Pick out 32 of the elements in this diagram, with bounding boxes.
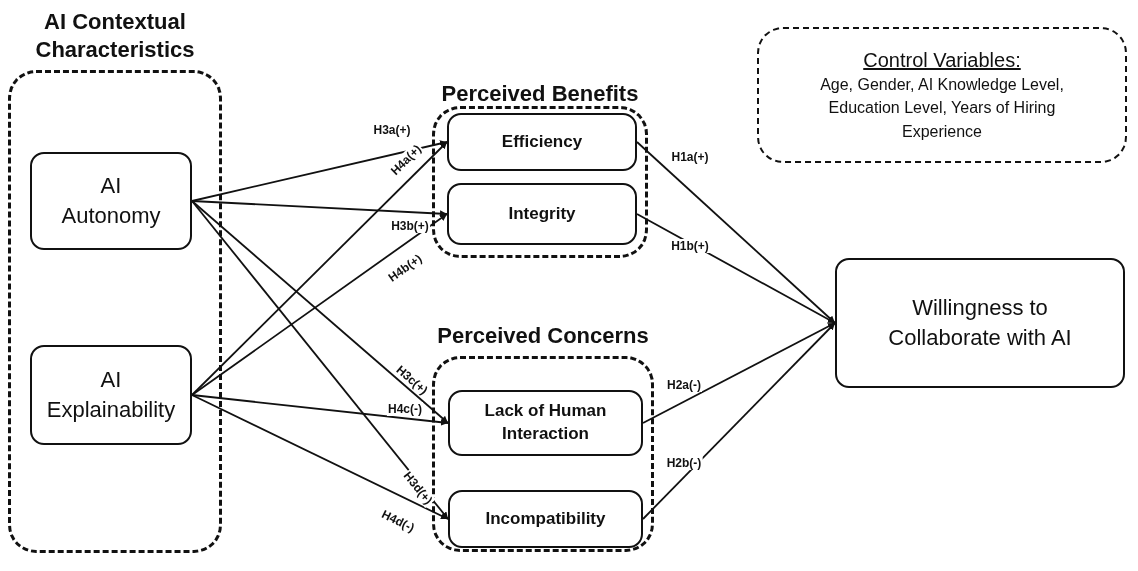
edge-label: H2a(-) (666, 378, 702, 392)
arrow (191, 213, 448, 396)
note-text: Age, Gender, AI Knowledge Level, Education Level, Years of Hiring Experience (819, 75, 1065, 142)
group-heading: Perceived Concerns (436, 322, 650, 350)
construct-box: Incompatibility (448, 490, 643, 548)
edge-label: H2b(-) (665, 456, 703, 470)
arrow (191, 140, 448, 202)
control-variables-box (757, 27, 1127, 163)
arrow (191, 394, 449, 520)
construct-box: Integrity (447, 183, 637, 245)
arrow (191, 200, 449, 424)
edge-label: H3a(+) (372, 123, 412, 137)
arrow (191, 394, 449, 426)
arrow (191, 200, 448, 218)
construct-box: AI Explainability (30, 345, 192, 445)
arrow (636, 141, 836, 324)
arrow (642, 322, 836, 520)
edge-label: H3b(+) (390, 219, 430, 233)
construct-box: Efficiency (447, 113, 637, 171)
arrow (642, 322, 836, 424)
edge-label: H1a(+) (670, 150, 710, 164)
edge-label: H4c(-) (387, 402, 423, 416)
note-heading: Control Variables: (863, 48, 1021, 74)
group-heading: AI Contextual Characteristics (34, 8, 196, 64)
arrow (636, 213, 836, 324)
construct-box: AI Autonomy (30, 152, 192, 250)
arrow (191, 141, 448, 396)
construct-box: Willingness to Collaborate with AI (835, 258, 1125, 388)
arrow (191, 200, 449, 520)
edge-label: H1b(+) (670, 239, 710, 253)
construct-box: Lack of Human Interaction (448, 390, 643, 456)
group-heading: Perceived Benefits (440, 80, 640, 108)
